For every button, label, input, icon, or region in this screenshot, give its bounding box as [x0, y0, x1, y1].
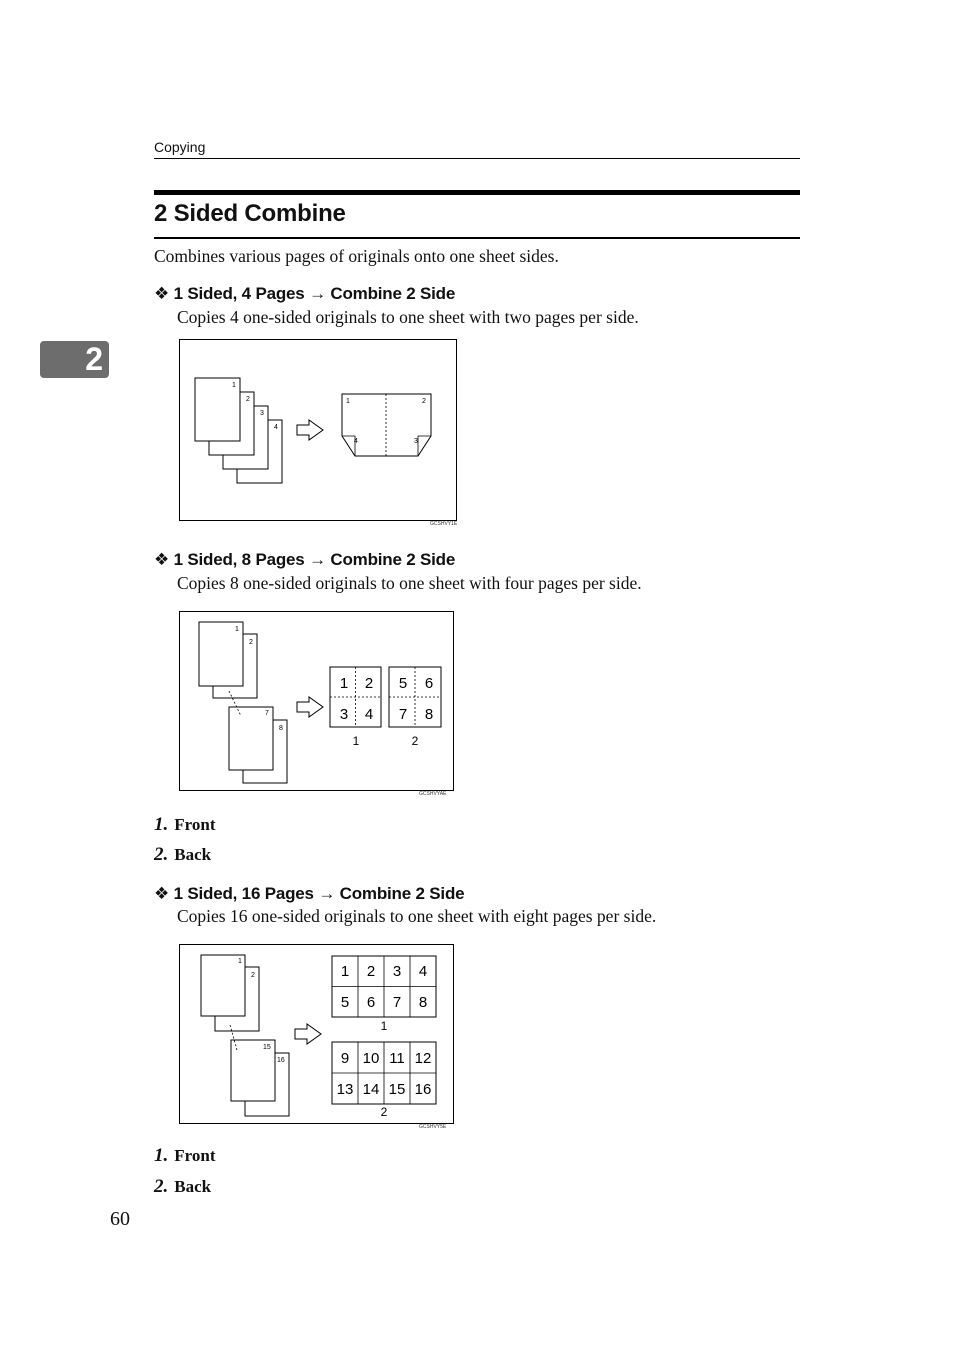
grid-cell-label: 11: [389, 1050, 405, 1067]
grid-cell-label: 13: [337, 1081, 354, 1098]
grid-cell-label: 15: [389, 1081, 406, 1098]
grid-cell-label: 6: [367, 994, 375, 1011]
title-rule-top: [154, 190, 800, 195]
section-heading-text: 1 Sided, 4 Pages → Combine 2 Side: [173, 284, 456, 303]
grid-cell-label: 1: [341, 963, 349, 980]
grid-cell-label: 3: [340, 706, 348, 723]
legend-text: Front: [174, 815, 216, 834]
legend-text: Back: [174, 845, 212, 864]
sheet-label: 4: [354, 438, 358, 445]
grid-cell-label: 7: [399, 706, 407, 723]
continuation-dots: [228, 690, 242, 717]
diagram-4-pages: 1 2 3 4 1 2 4 3: [194, 377, 432, 484]
figure-code: GCSHVYAE: [419, 791, 447, 797]
grid-cell-label: 8: [425, 706, 433, 723]
running-head: Copying: [154, 139, 206, 155]
legend-item-front: 1. Front: [154, 1145, 216, 1167]
section-description: Copies 8 one-sided originals to one shee…: [177, 573, 642, 593]
section-heading-8-pages: ❖ 1 Sided, 8 Pages → Combine 2 Side: [154, 550, 455, 570]
grid-cell-label: 3: [393, 963, 401, 980]
stack-label: 2: [251, 972, 255, 979]
continuation-dots: [229, 1024, 238, 1051]
grid-cell-label: 8: [419, 994, 427, 1011]
grid-cell-label: 5: [341, 994, 349, 1011]
legend-text: Back: [174, 1177, 212, 1196]
stack-label: 1: [235, 626, 239, 633]
arrow-right-icon: [294, 1023, 322, 1045]
grid-cell-label: 16: [415, 1081, 432, 1098]
diamond-bullet-icon: ❖: [154, 284, 170, 303]
diagram-16-pages: 1 2 15 16 1 2 3 4 5 6 7 8: [200, 954, 437, 1119]
stack-label: 2: [249, 639, 253, 646]
section-heading-4-pages: ❖ 1 Sided, 4 Pages → Combine 2 Side: [154, 284, 455, 304]
legend-item-front: 1. Front: [154, 814, 216, 836]
arrow-right-icon: [296, 419, 324, 441]
section-heading-text: 1 Sided, 16 Pages → Combine 2 Side: [173, 884, 465, 903]
grid-caption: 2: [381, 1105, 388, 1119]
figure-code: GCSHVY1E: [430, 521, 458, 527]
stack-label: 16: [277, 1057, 285, 1064]
original-page-1: [194, 377, 241, 442]
title-rule-bottom: [154, 237, 800, 239]
figure-4-pages: 1 2 3 4 1 2 4 3: [179, 339, 457, 521]
grid-caption: 1: [353, 734, 360, 748]
header-rule: [154, 158, 800, 159]
legend-number: 2.: [154, 844, 169, 865]
grid-caption: 1: [381, 1019, 388, 1033]
page-number: 60: [110, 1208, 130, 1230]
grid-cell-label: 6: [425, 675, 433, 692]
grid-cell-label: 4: [365, 706, 373, 723]
chapter-tab: 2: [40, 341, 109, 378]
grid-cell-label: 9: [341, 1050, 349, 1067]
figure-16-pages: 1 2 15 16 1 2 3 4 5 6 7 8: [179, 944, 454, 1124]
grid-cell-label: 4: [419, 963, 427, 980]
page-title: 2 Sided Combine: [154, 200, 346, 227]
grid-cell-label: 14: [363, 1081, 380, 1098]
grid-cell-label: 10: [363, 1050, 380, 1067]
grid-cell-label: 5: [399, 675, 407, 692]
legend-number: 1.: [154, 1145, 169, 1166]
intro-text: Combines various pages of originals onto…: [154, 246, 559, 266]
original-page-7: [228, 706, 274, 771]
sheet-label: 1: [346, 398, 350, 405]
legend-item-back: 2. Back: [154, 844, 211, 866]
stack-label: 2: [246, 396, 250, 403]
original-page-1: [200, 954, 246, 1017]
legend-number: 1.: [154, 814, 169, 835]
stack-label: 1: [238, 958, 242, 965]
folded-corners: [342, 435, 431, 456]
diagram-8-pages: 1 2 7 8 1 2 3 4 5 6 7 8 1 2: [198, 621, 442, 784]
original-page-1: [198, 621, 244, 687]
stack-label: 4: [274, 424, 278, 431]
grid-cell-label: 1: [340, 675, 348, 692]
grid-cell-label: 12: [415, 1050, 432, 1067]
stack-label: 7: [265, 710, 269, 717]
grid-caption: 2: [412, 734, 419, 748]
stack-label: 1: [232, 382, 236, 389]
section-description: Copies 16 one-sided originals to one she…: [177, 906, 657, 926]
stack-label: 8: [279, 725, 283, 732]
section-heading-16-pages: ❖ 1 Sided, 16 Pages → Combine 2 Side: [154, 884, 465, 904]
diamond-bullet-icon: ❖: [154, 550, 170, 569]
figure-code: GCSHVY5E: [419, 1124, 447, 1130]
legend-item-back: 2. Back: [154, 1176, 211, 1198]
figure-8-pages: 1 2 7 8 1 2 3 4 5 6 7 8 1 2: [179, 611, 454, 791]
legend-text: Front: [174, 1146, 216, 1165]
legend-number: 2.: [154, 1176, 169, 1197]
grid-cell-label: 7: [393, 994, 401, 1011]
grid-cell-label: 2: [365, 675, 373, 692]
arrow-right-icon: [296, 696, 324, 718]
chapter-number: 2: [85, 341, 103, 377]
original-page-15: [230, 1039, 276, 1102]
section-description: Copies 4 one-sided originals to one shee…: [177, 307, 639, 327]
grid-cell-label: 2: [367, 963, 375, 980]
stack-label: 15: [263, 1044, 271, 1051]
sheet-label: 3: [414, 438, 418, 445]
diamond-bullet-icon: ❖: [154, 884, 170, 903]
section-heading-text: 1 Sided, 8 Pages → Combine 2 Side: [173, 550, 456, 569]
stack-label: 3: [260, 410, 264, 417]
sheet-label: 2: [422, 398, 426, 405]
